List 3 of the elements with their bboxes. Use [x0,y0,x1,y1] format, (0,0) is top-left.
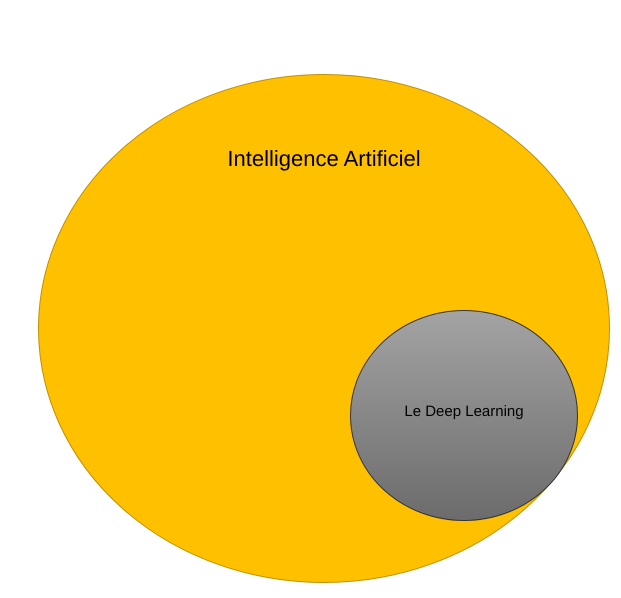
ellipse-region [350,310,578,521]
region-label: Intelligence Artificiel [226,146,422,172]
region-label: Le Deep Learning [403,403,525,420]
